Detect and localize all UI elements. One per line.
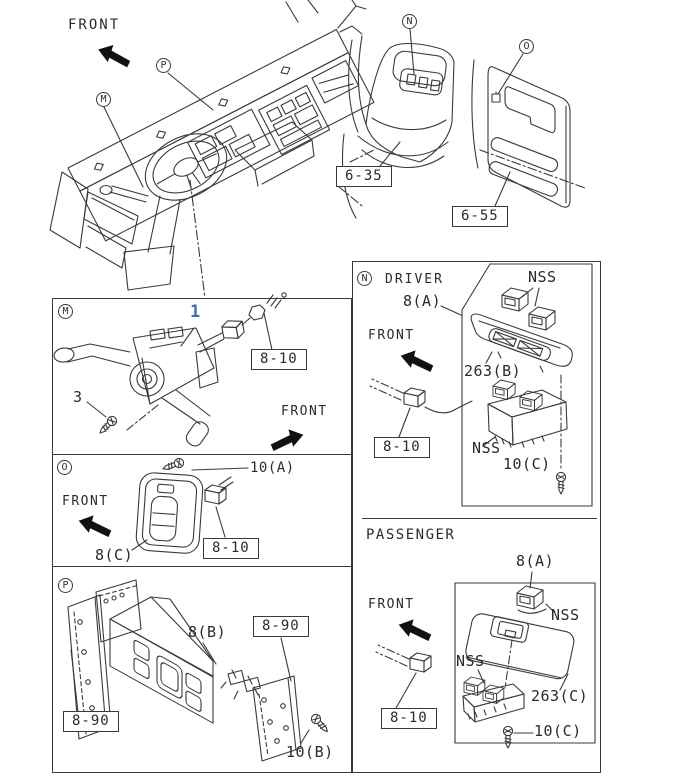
callout-m-overview: M (96, 92, 111, 107)
item-10a-label: 10(A) (250, 460, 295, 476)
nss-switch-passenger-label: NSS (551, 606, 580, 624)
item-263c-label: 263(C) (531, 687, 589, 705)
callout-p-overview: P (156, 58, 171, 73)
driver-switch-drawing (369, 263, 593, 507)
front-label-driver: FRONT (368, 328, 415, 343)
front-label-o: FRONT (62, 494, 109, 509)
ref-8-90-left[interactable]: 8-90 (63, 711, 119, 732)
ref-8-10-o[interactable]: 8-10 (203, 538, 259, 559)
ref-6-55[interactable]: 6-55 (452, 206, 508, 227)
ref-8-10-m[interactable]: 8-10 (251, 349, 307, 370)
driver-title: DRIVER (385, 272, 444, 287)
panel-m-combination-switch (52, 298, 352, 455)
combination-switch-drawing (53, 292, 307, 453)
panel-p-switch-panel (52, 567, 352, 773)
callout-n-overview: N (402, 14, 417, 29)
item-10c-driver-label: 10(C) (503, 455, 551, 473)
panel-n-power-window (352, 261, 601, 773)
callout-n-panel: N (357, 271, 372, 286)
ref-8-10-driver[interactable]: 8-10 (374, 437, 430, 458)
nss-unit-passenger-label: NSS (456, 652, 485, 670)
front-label-overview: FRONT (68, 17, 121, 33)
front-label-passenger: FRONT (368, 597, 415, 612)
door-switch-drawing (75, 456, 249, 554)
nss-upper-driver-label: NSS (528, 268, 557, 286)
item-10b-label: 10(B) (286, 743, 334, 761)
callout-o-panel: O (57, 460, 72, 475)
item-10c-passenger-label: 10(C) (534, 722, 582, 740)
dashboard-illustration (49, 0, 524, 299)
nss-lower-driver-label: NSS (472, 439, 501, 457)
driver-passenger-divider (362, 518, 597, 519)
callout-p-panel: P (58, 578, 73, 593)
item-8c-label: 8(C) (95, 546, 134, 564)
door-inner-illustration (337, 35, 455, 219)
door-trim-illustration (471, 59, 586, 208)
passenger-title: PASSENGER (366, 527, 456, 543)
callout-m-panel: M (58, 304, 73, 319)
callout-o-overview: O (519, 39, 534, 54)
item-8a-driver-label: 8(A) (403, 292, 442, 310)
ref-8-10-passenger[interactable]: 8-10 (381, 708, 437, 729)
ref-6-35[interactable]: 6-35 (336, 166, 392, 187)
ref-8-90-right[interactable]: 8-90 (253, 616, 309, 637)
panel-o-door-switch (52, 455, 352, 567)
item-263b-label: 263(B) (464, 362, 522, 380)
item-8b-label: 8(B) (188, 623, 227, 641)
front-label-m: FRONT (281, 404, 328, 419)
item-3-label: 3 (73, 388, 83, 406)
item-8a-passenger-label: 8(A) (516, 552, 555, 570)
item-1-highlight: 1 (190, 302, 201, 322)
passenger-switch-drawing (375, 571, 596, 749)
